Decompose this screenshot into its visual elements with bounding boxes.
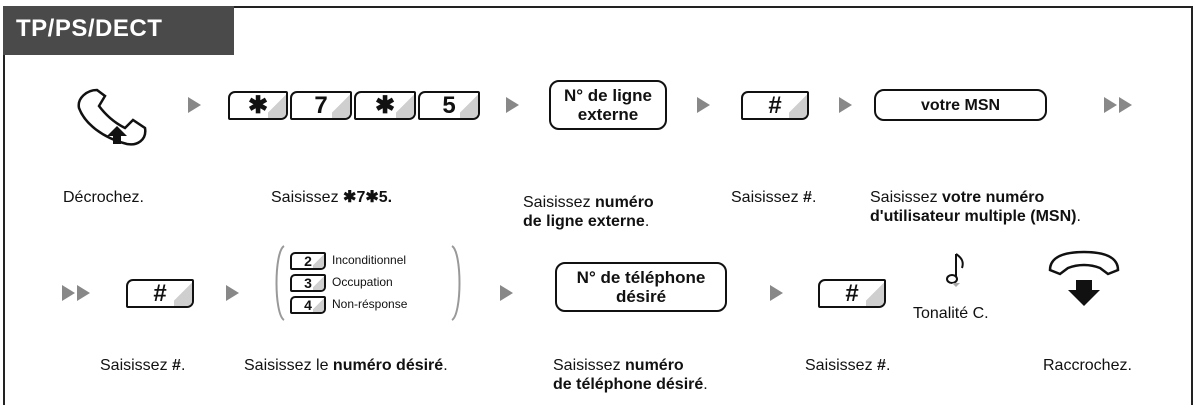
caption-external-line: Saisissez numéro de ligne externe. xyxy=(523,194,654,230)
caption-onhook: Raccrochez. xyxy=(1043,357,1132,374)
caption-msn: Saisissez votre numéro d'utilisateur mul… xyxy=(870,189,1081,225)
arrow-right-icon xyxy=(839,97,852,113)
option-key-2: 2 xyxy=(290,252,326,270)
box-votre-msn: votre MSN xyxy=(874,89,1047,121)
caption-desired-phone: Saisissez numéro de téléphone désiré. xyxy=(553,357,708,393)
arrow-right-icon xyxy=(500,285,513,301)
option-key-4: 4 xyxy=(290,296,326,314)
bracket-left xyxy=(275,245,285,321)
key-5: 5 xyxy=(418,91,480,120)
key-hash: # xyxy=(126,279,194,308)
arrow-right-icon xyxy=(697,97,710,113)
tone-label: Tonalité C. xyxy=(913,305,989,322)
key-hash: # xyxy=(741,91,809,120)
caption-enter-code: Saisissez ✱7✱5. xyxy=(271,189,393,206)
arrow-right-icon xyxy=(1104,97,1117,113)
arrow-right-icon xyxy=(188,97,201,113)
arrow-right-icon xyxy=(226,285,239,301)
arrow-right-icon xyxy=(77,285,90,301)
handset-offhook-icon xyxy=(77,88,147,146)
caption-hash: Saisissez #. xyxy=(731,189,817,206)
option-label-occupation: Occupation xyxy=(332,275,393,289)
option-label-inconditionnel: Inconditionnel xyxy=(332,253,407,267)
caption-hash: Saisissez #. xyxy=(100,357,186,374)
key-hash: # xyxy=(818,279,886,308)
header-banner: TP/PS/DECT xyxy=(3,6,234,55)
caption-hash-2: Saisissez #. xyxy=(805,357,891,374)
caption-desired-number: Saisissez le numéro désiré. xyxy=(244,357,448,374)
key-star: ✱ xyxy=(228,91,288,120)
handset-onhook-icon xyxy=(1048,250,1120,306)
header-title: TP/PS/DECT xyxy=(16,15,163,42)
caption-offhook: Décrochez. xyxy=(63,189,144,206)
key-star: ✱ xyxy=(354,91,416,120)
arrow-right-icon xyxy=(506,97,519,113)
diagram-frame xyxy=(3,6,1193,405)
arrow-right-icon xyxy=(62,285,75,301)
arrow-right-icon xyxy=(770,285,783,301)
key-7: 7 xyxy=(290,91,352,120)
option-key-3: 3 xyxy=(290,274,326,292)
option-label-non-response: Non-résponse xyxy=(332,297,408,311)
bracket-right xyxy=(451,245,461,321)
arrow-right-icon xyxy=(1119,97,1132,113)
music-note-icon xyxy=(946,253,964,287)
